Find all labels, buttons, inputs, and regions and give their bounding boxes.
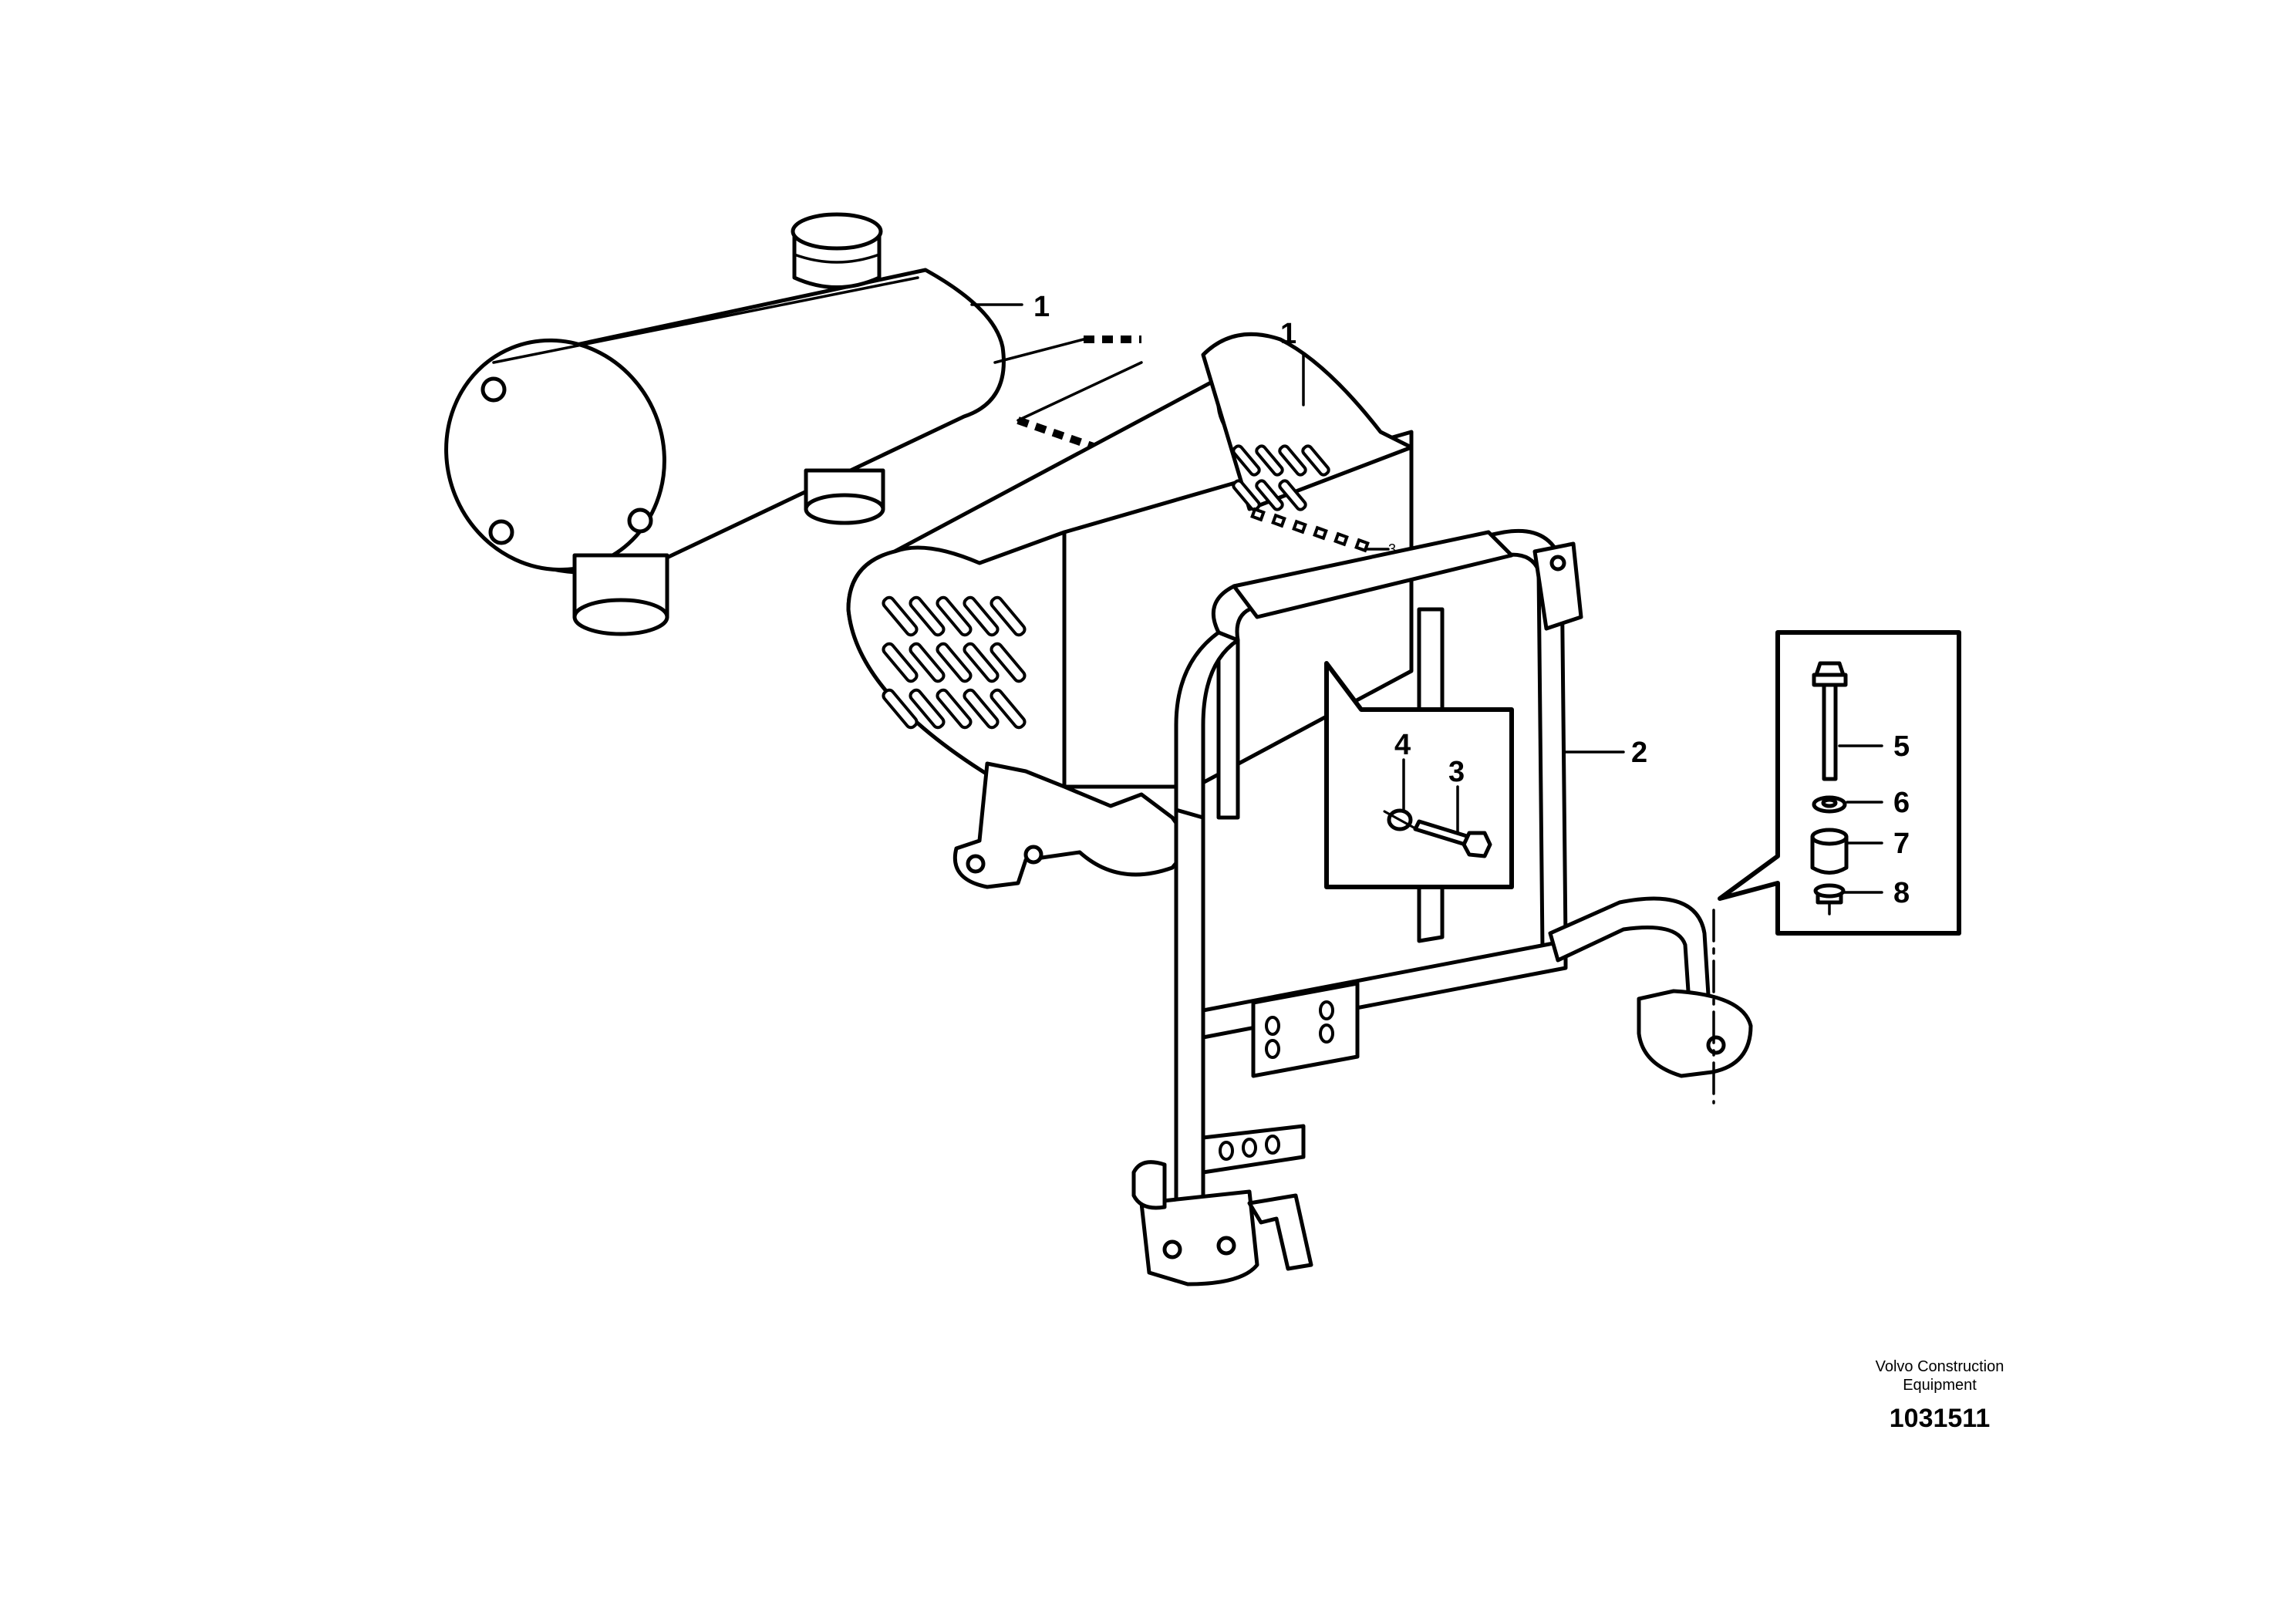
right-foot: [1637, 989, 1753, 1078]
callout-4: 4: [1394, 729, 1411, 761]
brand-line-1: Volvo Construction: [1875, 1358, 2004, 1375]
muffler-rear-outlet: [804, 468, 885, 525]
long-bolt-shank-icon: [1822, 683, 1838, 781]
louver-slots-front: [882, 595, 1027, 730]
louver-slots-rear: [1232, 444, 1330, 511]
callout-3-small: 3: [1388, 541, 1396, 557]
link-line-2: [1017, 361, 1143, 422]
muffler-bottom-outlet: [572, 553, 669, 636]
shield-hole-row: [1250, 507, 1370, 553]
callout-2: 2: [1631, 737, 1647, 769]
callout-3: 3: [1448, 756, 1465, 788]
brand-block: Volvo Construction Equipment 1031511: [1812, 1357, 2067, 1434]
drawing-number: 1031511: [1889, 1404, 1991, 1433]
inset-mount-stack: [1718, 630, 1961, 936]
callout-1-shield: 1: [1280, 318, 1296, 350]
callout-6: 6: [1893, 787, 1910, 819]
callout-7: 7: [1893, 828, 1910, 860]
frame-bracket: [1131, 528, 1753, 1286]
muffler: [444, 212, 1006, 636]
left-foot: [1139, 1189, 1259, 1286]
inset-bolt-washer: [1324, 661, 1514, 889]
callout-1-muffler: 1: [1033, 291, 1050, 323]
muffler-top-inlet: [791, 212, 883, 289]
link-line-1: [993, 338, 1085, 364]
callout-5: 5: [1893, 730, 1910, 763]
spacer-7-icon: [1810, 835, 1849, 875]
brand-line-2: Equipment: [1903, 1377, 1977, 1394]
callout-8: 8: [1893, 877, 1910, 909]
bolt-head-icon: [1462, 831, 1492, 858]
